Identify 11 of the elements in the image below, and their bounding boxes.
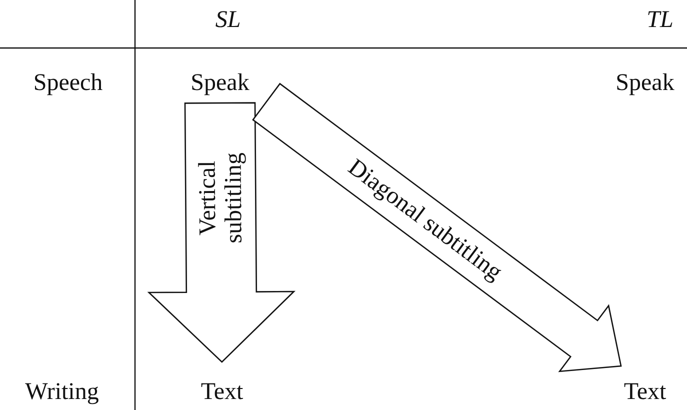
block-arrow [147, 102, 296, 363]
row-header: Writing [25, 378, 99, 406]
cell-text: Text [605, 378, 685, 406]
cell-text: Speak [605, 69, 685, 97]
block-arrow [252, 82, 622, 372]
edge-label: Vertical subtitling [194, 150, 248, 245]
column-header: TL [646, 6, 674, 34]
row-header: Speech [33, 69, 103, 97]
cell-text: Speak [180, 69, 260, 97]
column-header: SL [215, 6, 241, 34]
cell-text: Text [182, 378, 262, 406]
